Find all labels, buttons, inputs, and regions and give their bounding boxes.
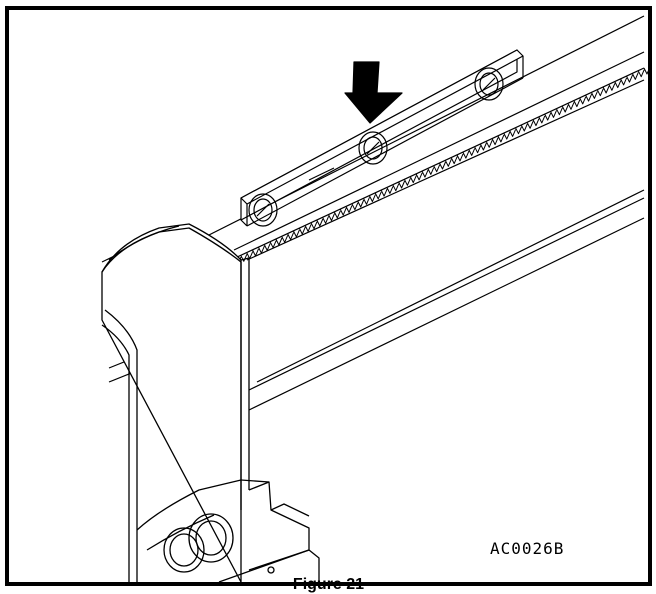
spirit-level-vial-icon [474, 67, 504, 101]
drawing-code: AC0026B [490, 539, 565, 558]
gate-motor-icon [101, 223, 320, 582]
technical-drawing [101, 15, 648, 582]
spirit-level [240, 49, 524, 227]
spirit-level-vial-icon [358, 131, 388, 165]
spirit-level-vial-icon [248, 193, 278, 227]
arrow-down-icon [344, 61, 403, 124]
figure-frame: AC0026B Figure 21 [5, 6, 652, 593]
gate-rail-lines [101, 15, 645, 411]
figure-caption: Figure 21 [292, 576, 365, 593]
